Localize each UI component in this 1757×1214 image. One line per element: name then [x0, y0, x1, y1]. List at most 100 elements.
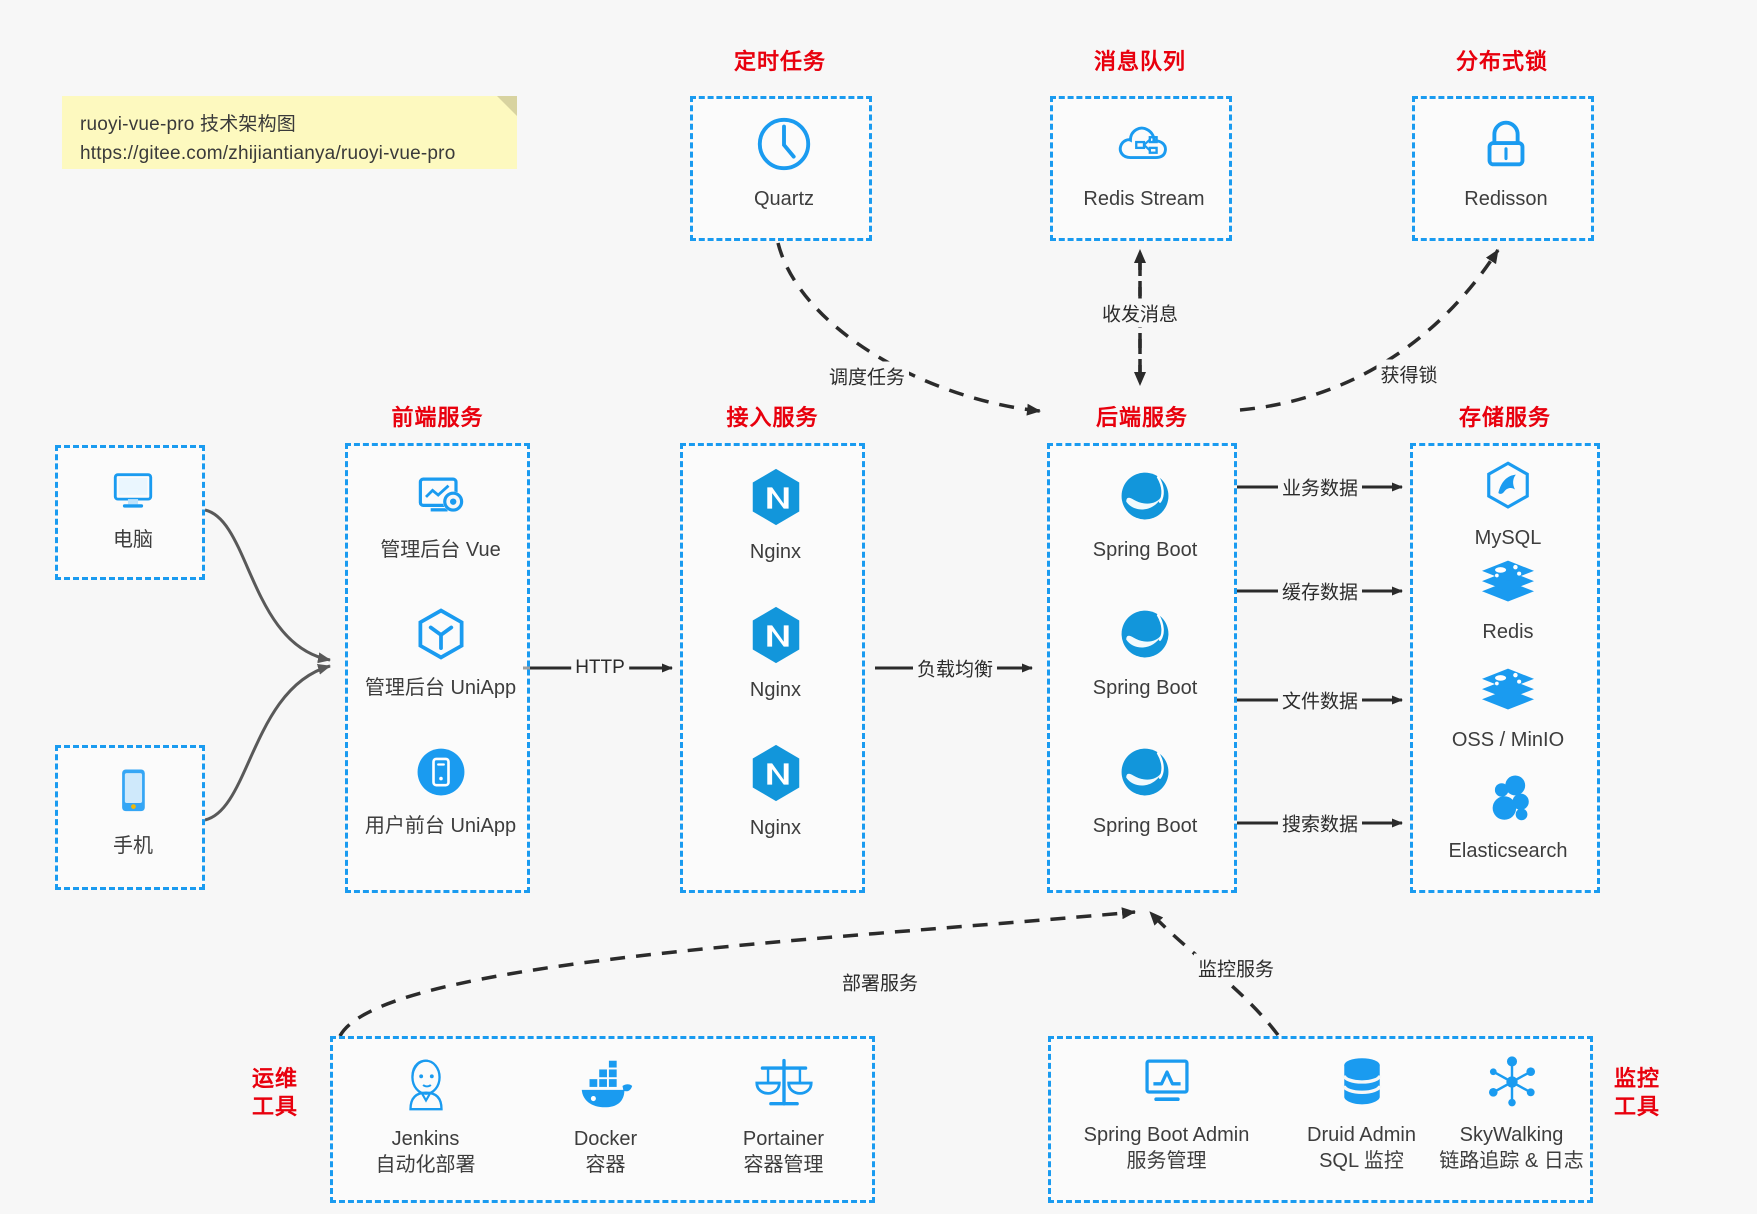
- group-storage: MySQL Redis: [1410, 443, 1600, 893]
- node-label: 管理后台 Vue: [380, 539, 501, 561]
- edge-label-deploy-service: 部署服务: [837, 967, 923, 997]
- node-elasticsearch[interactable]: Elasticsearch: [1413, 771, 1603, 864]
- group-backend: Spring Boot Spring Boot Spring Boot: [1047, 443, 1237, 893]
- mysql-icon: [1480, 458, 1536, 519]
- group-title-storage: 存储服务: [1458, 405, 1551, 430]
- node-druid-admin[interactable]: Druid Admin SQL 监控: [1279, 1053, 1444, 1174]
- redis-icon: [1478, 664, 1538, 721]
- group-title-frontend: 前端服务: [391, 405, 484, 430]
- note-title: ruoyi-vue-pro 技术架构图: [80, 114, 297, 135]
- node-oss-minio[interactable]: OSS / MinIO: [1413, 664, 1603, 753]
- group-client-mobile: 手机: [55, 745, 205, 890]
- node-mobile[interactable]: 手机: [58, 764, 208, 859]
- admin-dashboard-icon: [411, 466, 471, 531]
- group-mq: Redis Stream: [1050, 96, 1232, 241]
- node-sublabel: SQL 监控: [1319, 1150, 1404, 1172]
- node-docker[interactable]: Docker 容器: [523, 1053, 688, 1178]
- node-admin-uniapp[interactable]: 管理后台 UniApp: [348, 604, 533, 701]
- padlock-icon: [1475, 113, 1537, 180]
- uniapp-cube-icon: [411, 604, 471, 669]
- node-label: 电脑: [113, 529, 153, 551]
- edge-label-send-receive-message: 收发消息: [1097, 298, 1183, 328]
- node-jenkins[interactable]: Jenkins 自动化部署: [343, 1053, 508, 1178]
- edge-label-load-balance: 负载均衡: [912, 653, 998, 683]
- edge-label-cache-data: 缓存数据: [1277, 576, 1363, 606]
- note-url: https://gitee.com/zhijiantianya/ruoyi-vu…: [80, 143, 456, 165]
- node-user-uniapp[interactable]: 用户前台 UniApp: [348, 742, 533, 839]
- node-label: Nginx: [749, 541, 802, 563]
- node-label: Redis Stream: [1083, 188, 1205, 210]
- node-quartz[interactable]: Quartz: [693, 113, 875, 212]
- node-mysql[interactable]: MySQL: [1413, 458, 1603, 551]
- node-redis-stream[interactable]: Redis Stream: [1053, 113, 1235, 212]
- node-spring-boot-2[interactable]: Spring Boot: [1050, 604, 1240, 701]
- node-portainer[interactable]: Portainer 容器管理: [701, 1053, 866, 1178]
- group-client-desktop: 电脑: [55, 445, 205, 580]
- node-sublabel: 服务管理: [1126, 1150, 1207, 1172]
- edge-label-http: HTTP: [571, 656, 629, 680]
- edge-label-business-data: 业务数据: [1277, 472, 1363, 502]
- node-skywalking[interactable]: SkyWalking 链路追踪 & 日志: [1429, 1053, 1594, 1174]
- node-sublabel: 自动化部署: [375, 1154, 476, 1176]
- node-sublabel: 容器: [585, 1154, 626, 1176]
- database-stack-icon: [1334, 1053, 1390, 1116]
- node-label: Redis: [1482, 621, 1534, 643]
- spring-boot-icon: [1115, 466, 1175, 531]
- skywalking-node-icon: [1483, 1053, 1541, 1116]
- node-desktop[interactable]: 电脑: [58, 462, 208, 553]
- node-label: MySQL: [1474, 527, 1542, 549]
- elasticsearch-icon: [1479, 771, 1537, 832]
- group-title-gateway: 接入服务: [726, 405, 819, 430]
- node-label: 管理后台 UniApp: [364, 677, 517, 699]
- node-sublabel: 链路追踪 & 日志: [1439, 1150, 1584, 1172]
- node-spring-boot-admin[interactable]: Spring Boot Admin 服务管理: [1059, 1053, 1274, 1174]
- group-monitor: Spring Boot Admin 服务管理 Druid Admin SQL 监…: [1048, 1036, 1593, 1203]
- nginx-icon: [747, 466, 805, 533]
- spring-boot-icon: [1115, 742, 1175, 807]
- node-nginx-1[interactable]: Nginx: [683, 466, 868, 565]
- node-admin-vue[interactable]: 管理后台 Vue: [348, 466, 533, 563]
- edge-label-search-data: 搜索数据: [1277, 808, 1363, 838]
- node-label: 用户前台 UniApp: [364, 815, 517, 837]
- spring-boot-icon: [1115, 604, 1175, 669]
- node-spring-boot-3[interactable]: Spring Boot: [1050, 742, 1240, 839]
- node-label: Druid Admin: [1307, 1124, 1416, 1146]
- node-nginx-2[interactable]: Nginx: [683, 604, 868, 703]
- node-label: Docker: [573, 1128, 638, 1150]
- desktop-computer-icon: [106, 462, 160, 521]
- redis-icon: [1478, 556, 1538, 613]
- node-label: Redisson: [1464, 188, 1548, 210]
- edge-label-schedule-task: 调度任务: [824, 361, 910, 391]
- node-redis[interactable]: Redis: [1413, 556, 1603, 645]
- group-title-lock: 分布式锁: [1455, 49, 1548, 74]
- node-label: Spring Boot: [1092, 539, 1198, 561]
- node-sublabel: 容器管理: [743, 1154, 824, 1176]
- docker-whale-icon: [574, 1053, 638, 1120]
- edge-label-file-data: 文件数据: [1277, 685, 1363, 715]
- group-title-backend: 后端服务: [1095, 405, 1188, 430]
- node-label: Spring Boot: [1092, 677, 1198, 699]
- node-label: Spring Boot Admin: [1083, 1124, 1250, 1146]
- node-label: Elasticsearch: [1448, 840, 1568, 862]
- group-title-devops: 运维 工具: [252, 1066, 299, 1119]
- edge-label-monitor-service: 监控服务: [1193, 953, 1279, 983]
- node-label: Nginx: [749, 817, 802, 839]
- group-frontend: 管理后台 Vue 管理后台 UniApp 用户前台: [345, 443, 530, 893]
- node-redisson[interactable]: Redisson: [1415, 113, 1597, 212]
- node-label: Quartz: [753, 188, 815, 210]
- group-title-mq: 消息队列: [1093, 49, 1186, 74]
- mobile-app-icon: [411, 742, 471, 807]
- node-label: Jenkins: [391, 1128, 460, 1150]
- node-nginx-3[interactable]: Nginx: [683, 742, 868, 841]
- nginx-icon: [747, 604, 805, 671]
- group-title-scheduler: 定时任务: [733, 49, 826, 74]
- group-lock: Redisson: [1412, 96, 1594, 241]
- group-devops: Jenkins 自动化部署 Docker 容器: [330, 1036, 875, 1203]
- node-label: SkyWalking: [1459, 1124, 1564, 1146]
- node-spring-boot-1[interactable]: Spring Boot: [1050, 466, 1240, 563]
- group-gateway: Nginx Nginx Nginx: [680, 443, 865, 893]
- diagram-note: ruoyi-vue-pro 技术架构图 https://gitee.com/zh…: [62, 96, 517, 169]
- group-title-monitor: 监控 工具: [1614, 1066, 1661, 1119]
- node-label: Portainer: [742, 1128, 825, 1150]
